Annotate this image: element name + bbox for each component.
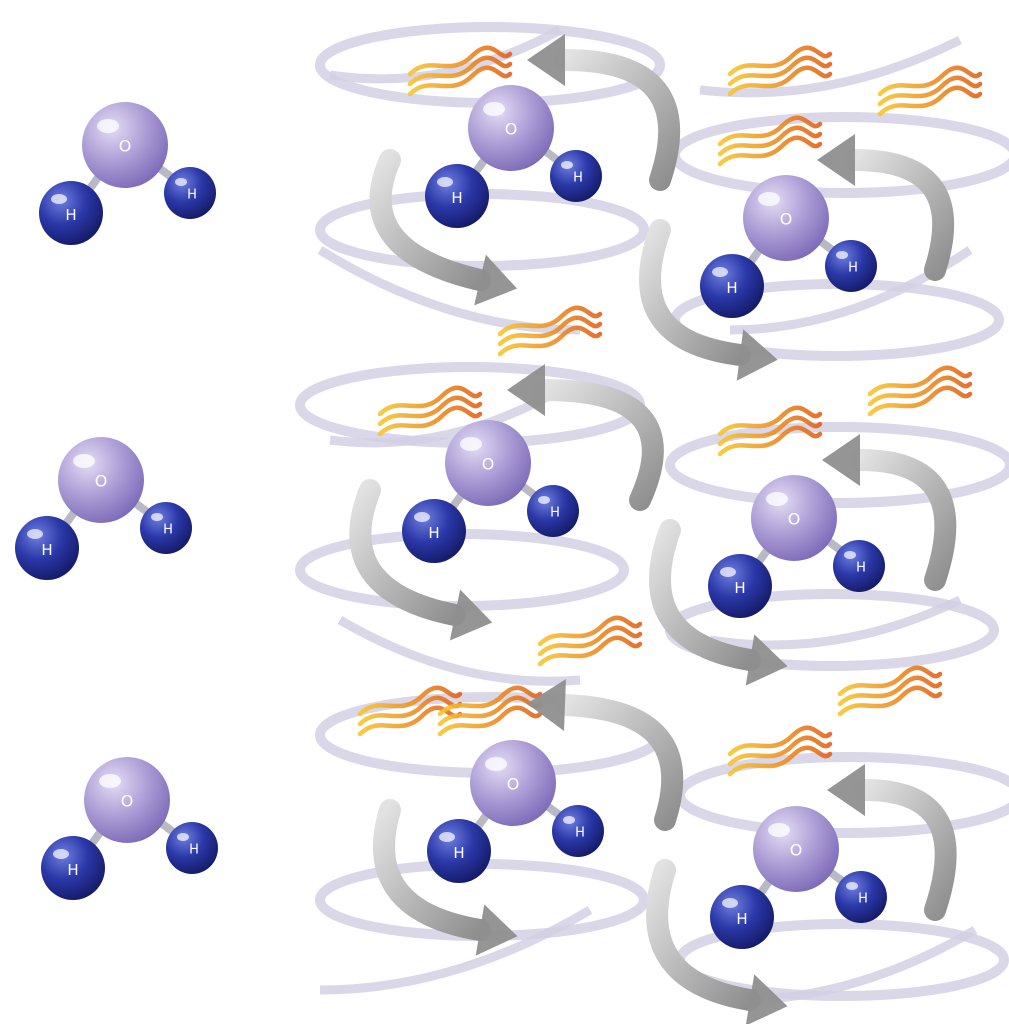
- heat-wave-icon: [717, 115, 823, 167]
- oxygen-atom: O: [470, 740, 556, 826]
- hydrogen-label: H: [856, 561, 866, 576]
- water-molecule: H H O: [39, 102, 216, 245]
- hydrogen-label: H: [67, 861, 78, 879]
- heat-wave-icon: [877, 65, 983, 117]
- oxygen-label: O: [482, 455, 495, 474]
- heat-wave-icon: [727, 725, 833, 777]
- hydrogen-label: H: [573, 171, 583, 186]
- swirl-trail: [337, 616, 581, 686]
- hydrogen-label: H: [163, 523, 173, 538]
- heat-wave-icon: [717, 405, 823, 457]
- hydrogen-label: H: [726, 279, 737, 297]
- swirl-trail: [319, 906, 593, 995]
- hydrogen-atom: H: [166, 822, 218, 874]
- heat-wave-icon: [867, 365, 973, 417]
- heat-wave-icon: [727, 45, 833, 97]
- hydrogen-atom: H: [402, 499, 466, 563]
- oxygen-atom: O: [58, 437, 144, 523]
- water-molecule: H H O: [41, 757, 218, 900]
- hydrogen-atom: H: [708, 554, 772, 618]
- heat-wave-icon: [497, 305, 603, 357]
- oxygen-label: O: [121, 792, 134, 811]
- hydrogen-label: H: [858, 892, 868, 907]
- hydrogen-label: H: [187, 188, 197, 203]
- heat-wave-icon: [357, 685, 463, 737]
- curved-arrow-icon: [817, 134, 955, 281]
- swirl-trail: [709, 595, 962, 650]
- hydrogen-atom: H: [427, 819, 491, 883]
- oxygen-atom: O: [753, 806, 839, 892]
- motion-arrow-layer: [349, 34, 957, 1024]
- curved-arrow-icon: [646, 859, 788, 1024]
- oxygen-atom: O: [84, 757, 170, 843]
- curved-arrow-icon: [373, 799, 518, 956]
- hydrogen-atom: H: [140, 502, 192, 554]
- hydrogen-label: H: [575, 826, 585, 841]
- oxygen-label: O: [95, 472, 108, 491]
- hydrogen-label: H: [428, 524, 439, 542]
- curved-arrow-icon: [822, 434, 957, 591]
- hydrogen-atom: H: [710, 885, 774, 949]
- hydrogen-atom: H: [527, 485, 579, 537]
- oxygen-label: O: [788, 510, 801, 529]
- water-molecule: H H O: [700, 175, 877, 318]
- hydrogen-label: H: [451, 189, 462, 207]
- hydrogen-atom: H: [41, 836, 105, 900]
- hydrogen-atom: H: [825, 240, 877, 292]
- swirl-trail: [317, 246, 581, 335]
- hydrogen-atom: H: [833, 540, 885, 592]
- swirl-trail: [329, 26, 563, 84]
- hydrogen-label: H: [550, 506, 560, 521]
- hydrogen-label: H: [453, 844, 464, 862]
- oxygen-label: O: [505, 120, 518, 139]
- oxygen-atom: O: [82, 102, 168, 188]
- heat-wave-layer: [357, 45, 983, 777]
- hydrogen-atom: H: [15, 516, 79, 580]
- curved-arrow-icon: [507, 364, 664, 511]
- water-molecule: H H O: [402, 420, 579, 563]
- molecule-layer: H H O H H O H H O H H O H H O H H O H H O H H O H H O: [15, 85, 887, 949]
- heat-wave-icon: [377, 385, 483, 437]
- water-molecule: H H O: [427, 740, 604, 883]
- curved-arrow-icon: [649, 519, 788, 686]
- oxygen-atom: O: [743, 175, 829, 261]
- oxygen-atom: O: [445, 420, 531, 506]
- hydrogen-label: H: [736, 910, 747, 928]
- hydrogen-label: H: [41, 541, 52, 559]
- hydrogen-atom: H: [39, 181, 103, 245]
- hydrogen-atom: H: [552, 805, 604, 857]
- hydrogen-atom: H: [164, 167, 216, 219]
- oxygen-label: O: [507, 775, 520, 794]
- heat-wave-icon: [837, 665, 943, 717]
- swirl-trail: [665, 422, 1009, 508]
- curved-arrow-icon: [639, 219, 778, 381]
- oxygen-label: O: [119, 137, 132, 156]
- water-molecule: H H O: [708, 475, 885, 618]
- curved-arrow-icon: [827, 764, 957, 921]
- curved-arrow-icon: [527, 34, 681, 191]
- hydrogen-label: H: [734, 579, 745, 597]
- oxygen-label: O: [790, 841, 803, 860]
- hydrogen-label: H: [189, 843, 199, 858]
- oxygen-atom: O: [751, 475, 837, 561]
- hydrogen-atom: H: [700, 254, 764, 318]
- curved-arrow-icon: [369, 149, 518, 306]
- hydrogen-atom: H: [425, 164, 489, 228]
- heat-wave-icon: [407, 45, 513, 97]
- oxygen-label: O: [780, 210, 793, 229]
- hydrogen-atom: H: [835, 871, 887, 923]
- hydrogen-atom: H: [550, 150, 602, 202]
- curved-arrow-icon: [527, 679, 684, 831]
- heat-wave-icon: [537, 615, 643, 667]
- curved-arrow-icon: [349, 479, 493, 641]
- oxygen-atom: O: [468, 85, 554, 171]
- water-molecule: H H O: [710, 806, 887, 949]
- hydrogen-label: H: [848, 261, 858, 276]
- water-molecule: H H O: [15, 437, 192, 580]
- hydrogen-label: H: [65, 206, 76, 224]
- water-molecule: H H O: [425, 85, 602, 228]
